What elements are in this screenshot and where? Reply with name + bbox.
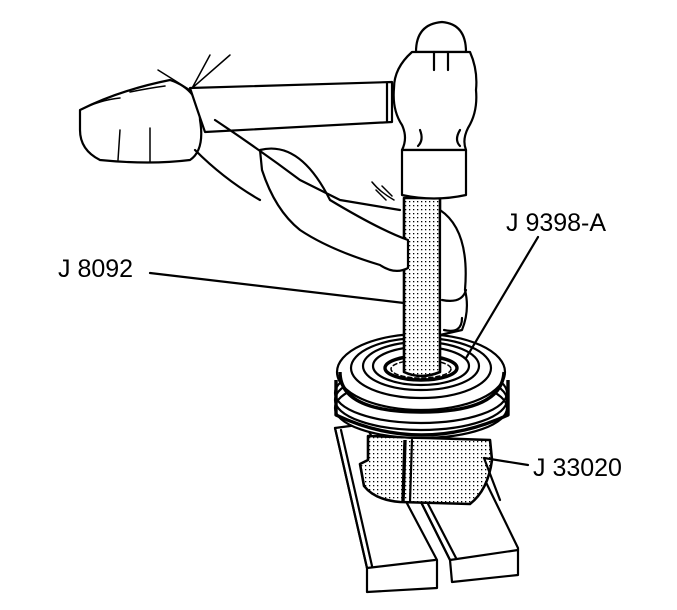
leader-line-j8092 [148,271,406,305]
callout-j9398a: J 9398-A [506,209,607,237]
leader-line-j9398a [464,235,540,360]
lower-hand [258,147,469,337]
callout-j33020: J 33020 [533,454,622,482]
hammer-head [392,20,478,200]
callout-j8092: J 8092 [58,255,134,283]
hammer-handle [188,80,394,134]
upper-hand [78,54,231,164]
driver-handle [402,196,442,378]
sleeve [193,118,402,212]
support-fixture [358,434,494,506]
leader-line-j33020 [482,456,530,502]
